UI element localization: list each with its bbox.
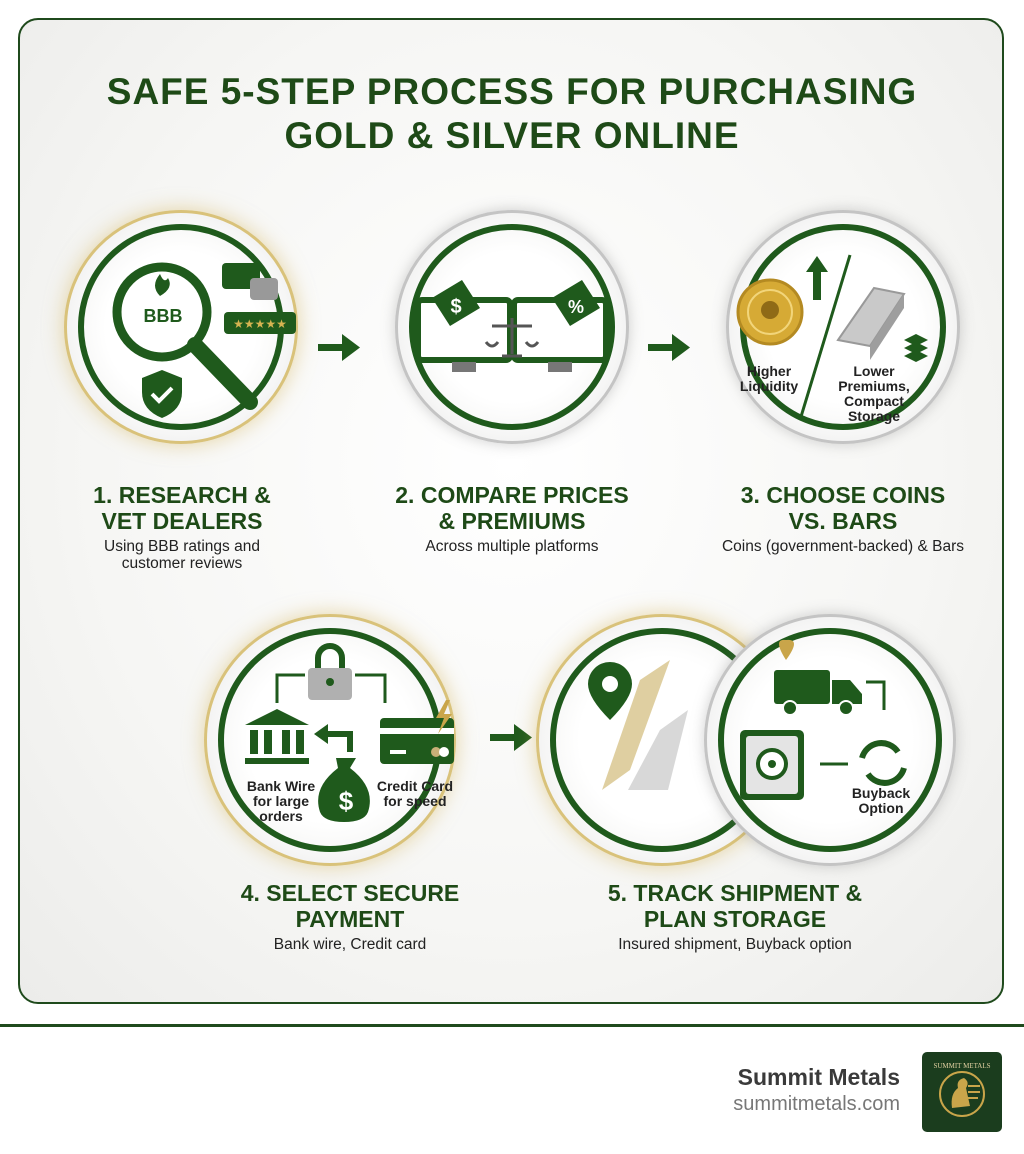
title-line-1: SAFE 5-STEP PROCESS FOR PURCHASING: [106, 71, 918, 112]
summit-metals-logo: SUMMIT METALS: [922, 1052, 1002, 1132]
step1-inner-ring: [78, 224, 284, 430]
brand-url[interactable]: summitmetals.com: [733, 1093, 900, 1115]
step2-inner-ring: [409, 224, 615, 430]
step2-title: 2. COMPARE PRICES& PREMIUMS: [395, 482, 629, 534]
step1-title: 1. RESEARCH &VET DEALERS: [93, 482, 271, 534]
footer-brand: Summit Metals summitmetals.com: [733, 1064, 900, 1116]
step5-right-inner-ring: [718, 628, 942, 852]
step5-description: Insured shipment, Buyback option: [618, 936, 852, 953]
brand-name: Summit Metals: [737, 1064, 900, 1090]
title-line-2: GOLD & SILVER ONLINE: [284, 115, 740, 156]
step4-description: Bank wire, Credit card: [273, 936, 427, 953]
footer-divider: [0, 1024, 1024, 1027]
step2-description: Across multiple platforms: [425, 538, 599, 555]
step5-title: 5. TRACK SHIPMENT &PLAN STORAGE: [607, 880, 863, 932]
svg-text:SUMMIT METALS: SUMMIT METALS: [933, 1062, 990, 1070]
step3-description: Coins (government-backed) & Bars: [721, 538, 965, 555]
